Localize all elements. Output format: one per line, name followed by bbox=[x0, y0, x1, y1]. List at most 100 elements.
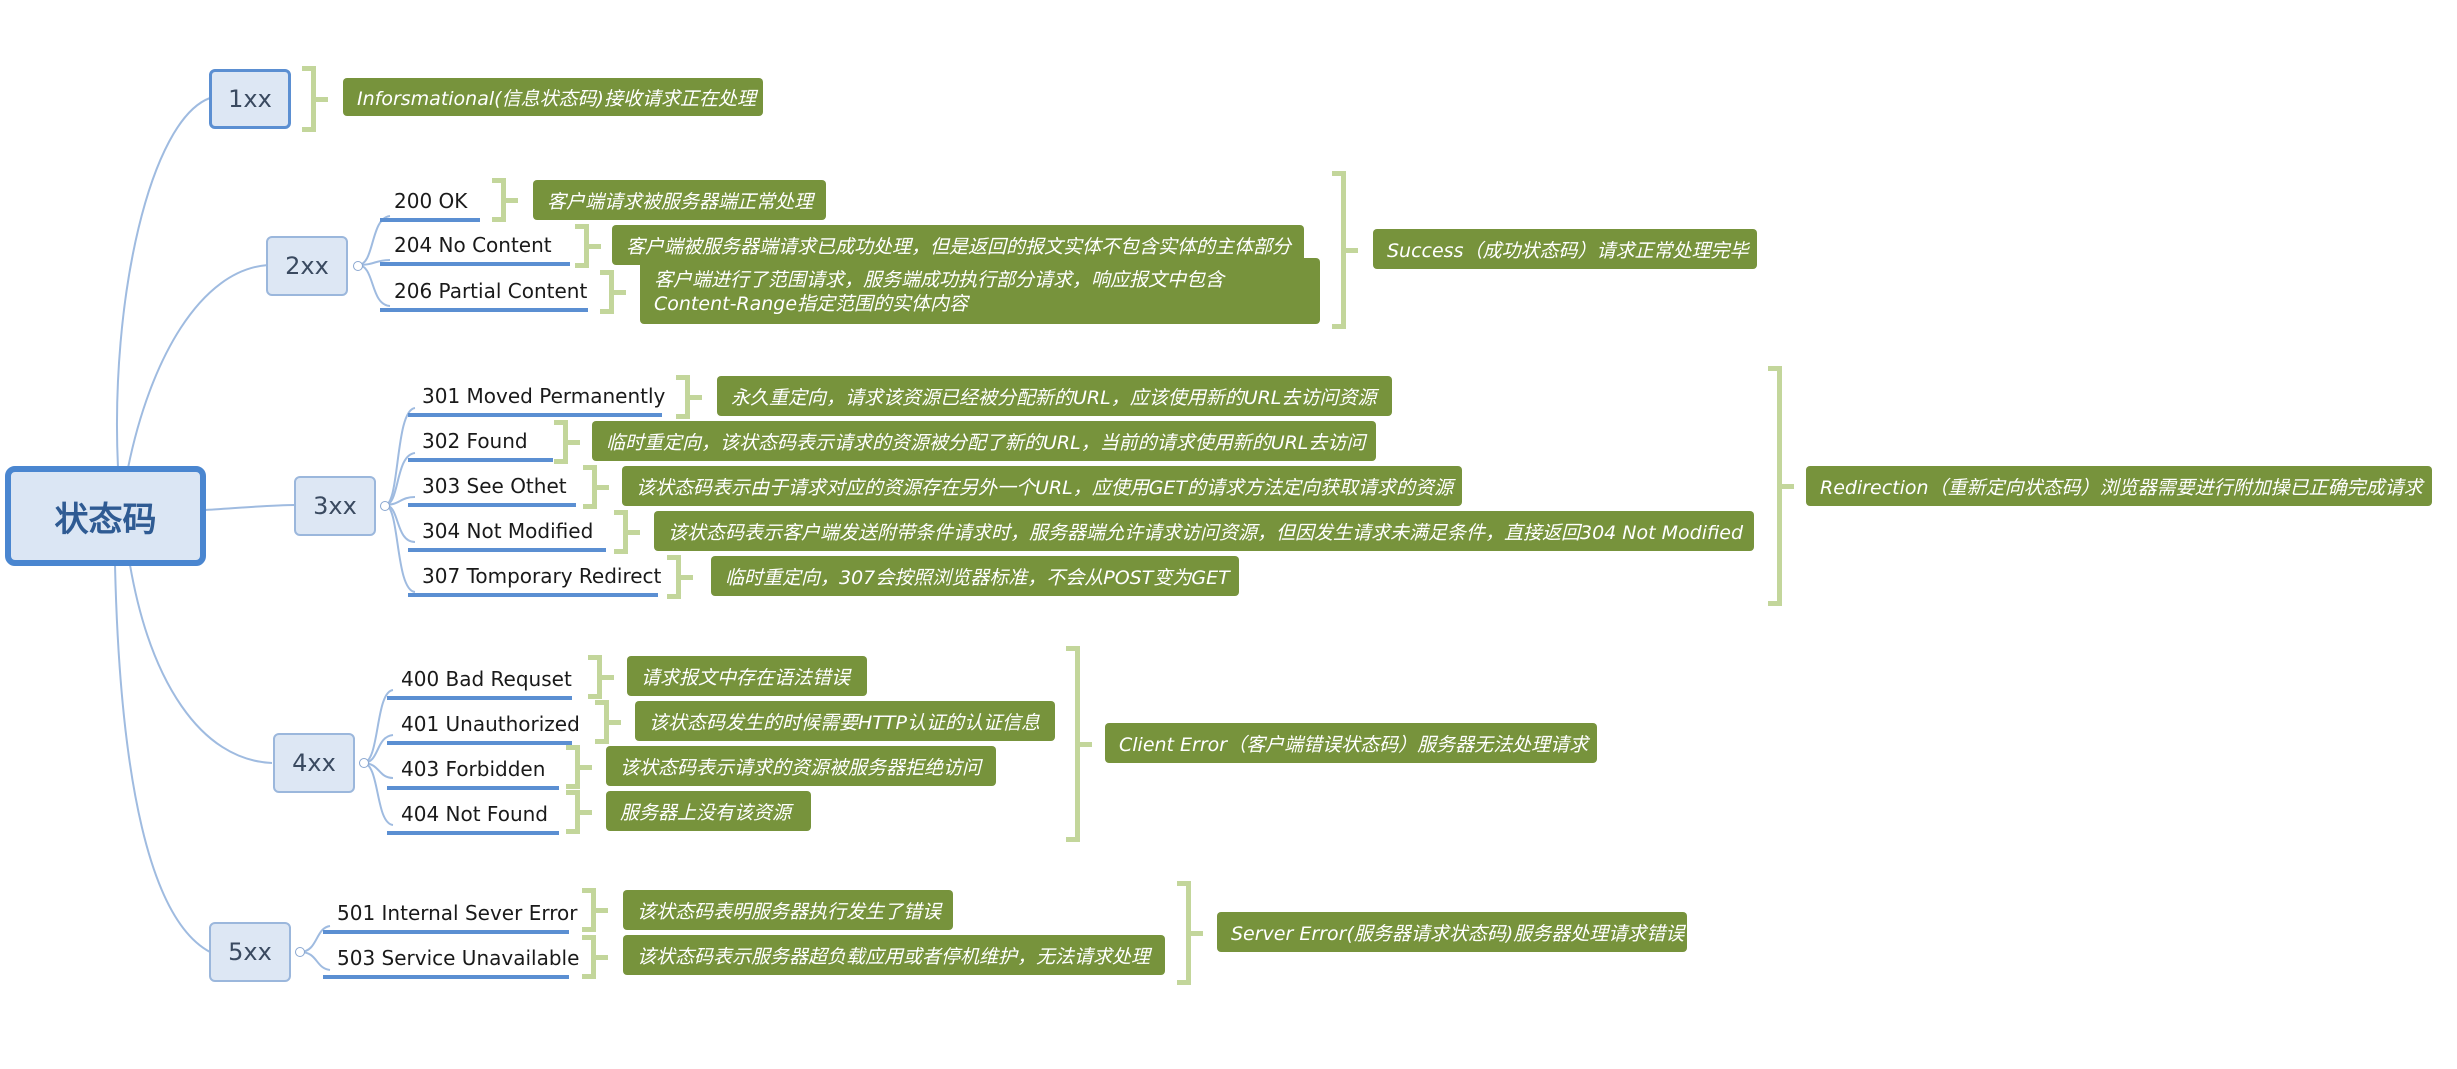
category-3xx-label: 3xx bbox=[313, 492, 357, 520]
summary-4xx[interactable]: Client Error（客户端错误状态码）服务器无法处理请求 bbox=[1105, 723, 1597, 763]
code-404-label: 404 Not Found bbox=[401, 802, 549, 826]
code-400[interactable]: 400 Bad Requset bbox=[387, 664, 572, 700]
brace-1xx bbox=[302, 66, 328, 132]
code-401[interactable]: 401 Unauthorized bbox=[387, 709, 580, 745]
brace-301 bbox=[676, 375, 702, 419]
category-3xx-node[interactable]: 3xx bbox=[294, 476, 376, 536]
code-403[interactable]: 403 Forbidden bbox=[387, 754, 559, 790]
brace-501 bbox=[582, 888, 608, 932]
code-403-label: 403 Forbidden bbox=[401, 757, 546, 781]
description-200[interactable]: 客户端请求被服务器端正常处理 bbox=[533, 180, 826, 220]
summary-5xx[interactable]: Server Error(服务器请求状态码)服务器处理请求错误 bbox=[1217, 912, 1687, 952]
code-307-label: 307 Tomporary Redirect bbox=[422, 564, 662, 588]
collapse-2xx-icon[interactable] bbox=[353, 261, 363, 271]
description-303-text: 该状态码表示由于请求对应的资源存在另外一个URL，应使用GET的请求方法定向获取… bbox=[636, 476, 1454, 499]
code-303[interactable]: 303 See Othet bbox=[408, 471, 576, 507]
summary-5xx-text: Server Error(服务器请求状态码)服务器处理请求错误 bbox=[1231, 922, 1685, 945]
brace-401 bbox=[595, 700, 621, 744]
description-1xx-text: Inforsmational(信息状态码)接收请求正在处理 bbox=[357, 87, 756, 110]
category-5xx-node[interactable]: 5xx bbox=[209, 922, 291, 982]
code-206[interactable]: 206 Partial Content bbox=[380, 276, 588, 312]
description-400[interactable]: 请求报文中存在语法错误 bbox=[627, 656, 867, 696]
summary-2xx-text: Success（成功状态码）请求正常处理完毕 bbox=[1387, 239, 1749, 262]
category-1xx-label: 1xx bbox=[228, 85, 272, 113]
code-301-label: 301 Moved Permanently bbox=[422, 384, 666, 408]
summary-3xx[interactable]: Redirection（重新定向状态码）浏览器需要进行附加操已正确完成请求 bbox=[1806, 466, 2432, 506]
brace-2xx-summary bbox=[1332, 171, 1358, 329]
description-1xx[interactable]: Inforsmational(信息状态码)接收请求正在处理 bbox=[343, 78, 763, 116]
brace-403 bbox=[566, 745, 592, 789]
brace-400 bbox=[588, 655, 614, 699]
description-302-text: 临时重定向，该状态码表示请求的资源被分配了新的URL，当前的请求使用新的URL去… bbox=[606, 431, 1366, 454]
code-501[interactable]: 501 Internal Sever Error bbox=[323, 898, 577, 934]
brace-302 bbox=[554, 420, 580, 464]
description-301-text: 永久重定向，请求该资源已经被分配新的URL，应该使用新的URL去访问资源 bbox=[731, 386, 1377, 409]
code-400-label: 400 Bad Requset bbox=[401, 667, 572, 691]
description-304[interactable]: 该状态码表示客户端发送附带条件请求时，服务器端允许请求访问资源，但因发生请求未满… bbox=[654, 511, 1754, 551]
collapse-5xx-icon[interactable] bbox=[295, 947, 305, 957]
description-503-text: 该状态码表示服务器超负载应用或者停机维护，无法请求处理 bbox=[637, 945, 1151, 968]
brace-307 bbox=[667, 555, 693, 599]
brace-404 bbox=[566, 790, 592, 834]
brace-206 bbox=[600, 270, 626, 314]
code-303-label: 303 See Othet bbox=[422, 474, 567, 498]
code-302-label: 302 Found bbox=[422, 429, 528, 453]
code-404[interactable]: 404 Not Found bbox=[387, 799, 559, 835]
summary-3xx-text: Redirection（重新定向状态码）浏览器需要进行附加操已正确完成请求 bbox=[1820, 476, 2423, 499]
collapse-4xx-icon[interactable] bbox=[359, 758, 369, 768]
code-200[interactable]: 200 OK bbox=[380, 186, 480, 222]
code-301[interactable]: 301 Moved Permanently bbox=[408, 381, 666, 417]
description-403[interactable]: 该状态码表示请求的资源被服务器拒绝访问 bbox=[606, 746, 996, 786]
category-5xx-label: 5xx bbox=[228, 938, 272, 966]
description-304-text: 该状态码表示客户端发送附带条件请求时，服务器端允许请求访问资源，但因发生请求未满… bbox=[668, 521, 1744, 544]
code-503[interactable]: 503 Service Unavailable bbox=[323, 943, 579, 979]
category-2xx-label: 2xx bbox=[285, 252, 329, 280]
summary-2xx[interactable]: Success（成功状态码）请求正常处理完毕 bbox=[1373, 229, 1757, 269]
description-206-text: 客户端进行了范围请求，服务端成功执行部分请求，响应报文中包含Content-Ra… bbox=[654, 269, 1225, 315]
brace-4xx-summary bbox=[1066, 646, 1092, 842]
description-301[interactable]: 永久重定向，请求该资源已经被分配新的URL，应该使用新的URL去访问资源 bbox=[717, 376, 1392, 416]
brace-503 bbox=[582, 935, 608, 979]
description-401[interactable]: 该状态码发生的时候需要HTTP认证的认证信息 bbox=[635, 701, 1055, 741]
description-404-text: 服务器上没有该资源 bbox=[620, 801, 792, 824]
description-307[interactable]: 临时重定向，307会按照浏览器标准，不会从POST变为GET bbox=[711, 556, 1239, 596]
code-204[interactable]: 204 No Content bbox=[380, 230, 570, 266]
code-304-label: 304 Not Modified bbox=[422, 519, 594, 543]
description-501-text: 该状态码表明服务器执行发生了错误 bbox=[637, 900, 942, 923]
code-200-label: 200 OK bbox=[394, 189, 468, 213]
description-307-text: 临时重定向，307会按照浏览器标准，不会从POST变为GET bbox=[725, 566, 1230, 589]
description-503[interactable]: 该状态码表示服务器超负载应用或者停机维护，无法请求处理 bbox=[623, 935, 1165, 975]
description-401-text: 该状态码发生的时候需要HTTP认证的认证信息 bbox=[649, 711, 1040, 734]
category-1xx-node[interactable]: 1xx bbox=[209, 69, 291, 129]
description-501[interactable]: 该状态码表明服务器执行发生了错误 bbox=[623, 890, 953, 930]
category-2xx-node[interactable]: 2xx bbox=[266, 236, 348, 296]
description-400-text: 请求报文中存在语法错误 bbox=[641, 666, 851, 689]
brace-304 bbox=[614, 510, 640, 554]
brace-204 bbox=[575, 224, 601, 268]
description-206[interactable]: 客户端进行了范围请求，服务端成功执行部分请求，响应报文中包含Content-Ra… bbox=[640, 258, 1320, 324]
summary-4xx-text: Client Error（客户端错误状态码）服务器无法处理请求 bbox=[1119, 733, 1589, 756]
category-4xx-node[interactable]: 4xx bbox=[273, 733, 355, 793]
description-302[interactable]: 临时重定向，该状态码表示请求的资源被分配了新的URL，当前的请求使用新的URL去… bbox=[592, 421, 1376, 461]
code-501-label: 501 Internal Sever Error bbox=[337, 901, 578, 925]
code-401-label: 401 Unauthorized bbox=[401, 712, 580, 736]
code-204-label: 204 No Content bbox=[394, 233, 552, 257]
brace-200 bbox=[492, 178, 518, 222]
description-303[interactable]: 该状态码表示由于请求对应的资源存在另外一个URL，应使用GET的请求方法定向获取… bbox=[622, 466, 1462, 506]
collapse-3xx-icon[interactable] bbox=[380, 501, 390, 511]
brace-3xx-summary bbox=[1768, 366, 1794, 606]
category-4xx-label: 4xx bbox=[292, 749, 336, 777]
code-206-label: 206 Partial Content bbox=[394, 279, 588, 303]
code-503-label: 503 Service Unavailable bbox=[337, 946, 580, 970]
root-label: 状态码 bbox=[54, 499, 157, 540]
brace-303 bbox=[583, 465, 609, 509]
code-304[interactable]: 304 Not Modified bbox=[408, 516, 606, 552]
code-307[interactable]: 307 Tomporary Redirect bbox=[408, 561, 662, 597]
description-204-text: 客户端被服务器端请求已成功处理，但是返回的报文实体不包含实体的主体部分 bbox=[626, 235, 1292, 258]
description-404[interactable]: 服务器上没有该资源 bbox=[606, 791, 811, 831]
brace-5xx-summary bbox=[1177, 881, 1203, 985]
root-node[interactable]: 状态码 bbox=[5, 466, 206, 566]
description-200-text: 客户端请求被服务器端正常处理 bbox=[547, 190, 814, 213]
code-302[interactable]: 302 Found bbox=[408, 426, 553, 462]
